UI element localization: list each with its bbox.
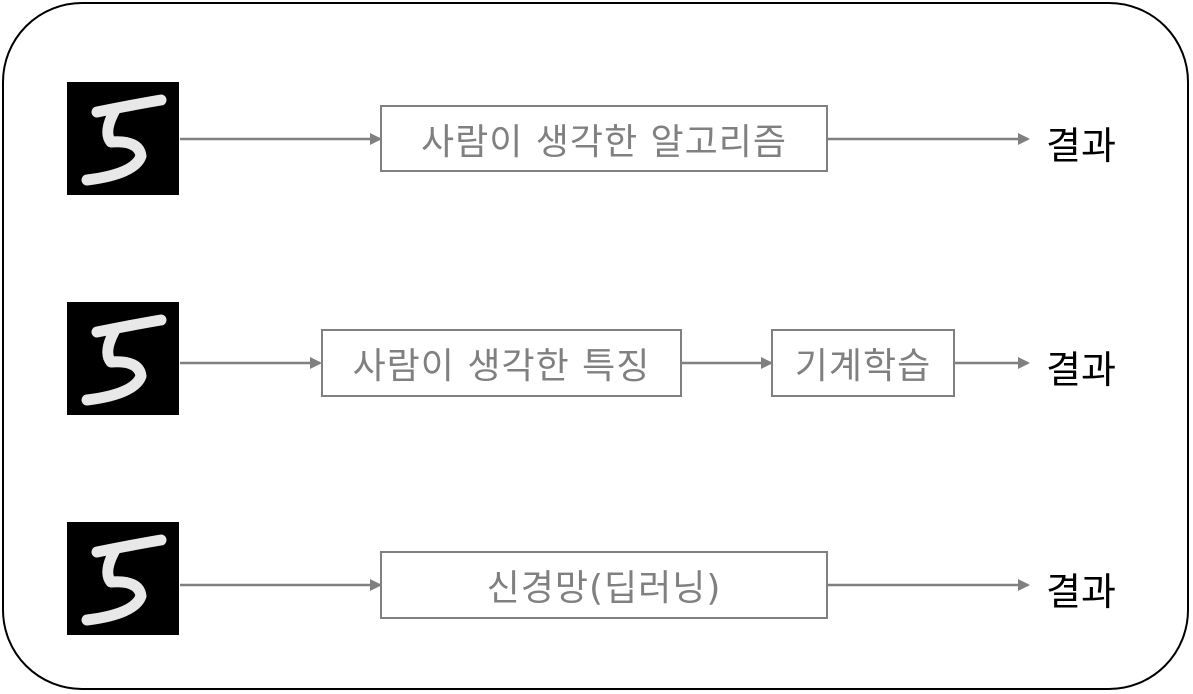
step-label: 사람이 생각한 특징: [352, 346, 651, 387]
result-label-row2: 결과: [1046, 348, 1116, 392]
digit-5-icon: [81, 314, 167, 406]
digit-5-icon: [81, 94, 167, 186]
digit-5-image-row2: [67, 302, 179, 415]
step-box-machine-learning: 기계학습: [771, 329, 955, 397]
digit-5-image-row3: [67, 522, 179, 635]
step-label: 신경망(딥러닝): [486, 568, 722, 609]
result-label-row3: 결과: [1046, 570, 1116, 614]
result-label-row1: 결과: [1046, 124, 1116, 168]
step-box-human-algorithm: 사람이 생각한 알고리즘: [380, 105, 828, 172]
digit-5-image-row1: [67, 82, 179, 195]
step-box-neural-network: 신경망(딥러닝): [380, 551, 828, 619]
step-label: 기계학습: [794, 346, 932, 387]
digit-5-icon: [81, 534, 167, 626]
step-box-human-features: 사람이 생각한 특징: [321, 329, 682, 397]
step-label: 사람이 생각한 알고리즘: [420, 121, 788, 163]
